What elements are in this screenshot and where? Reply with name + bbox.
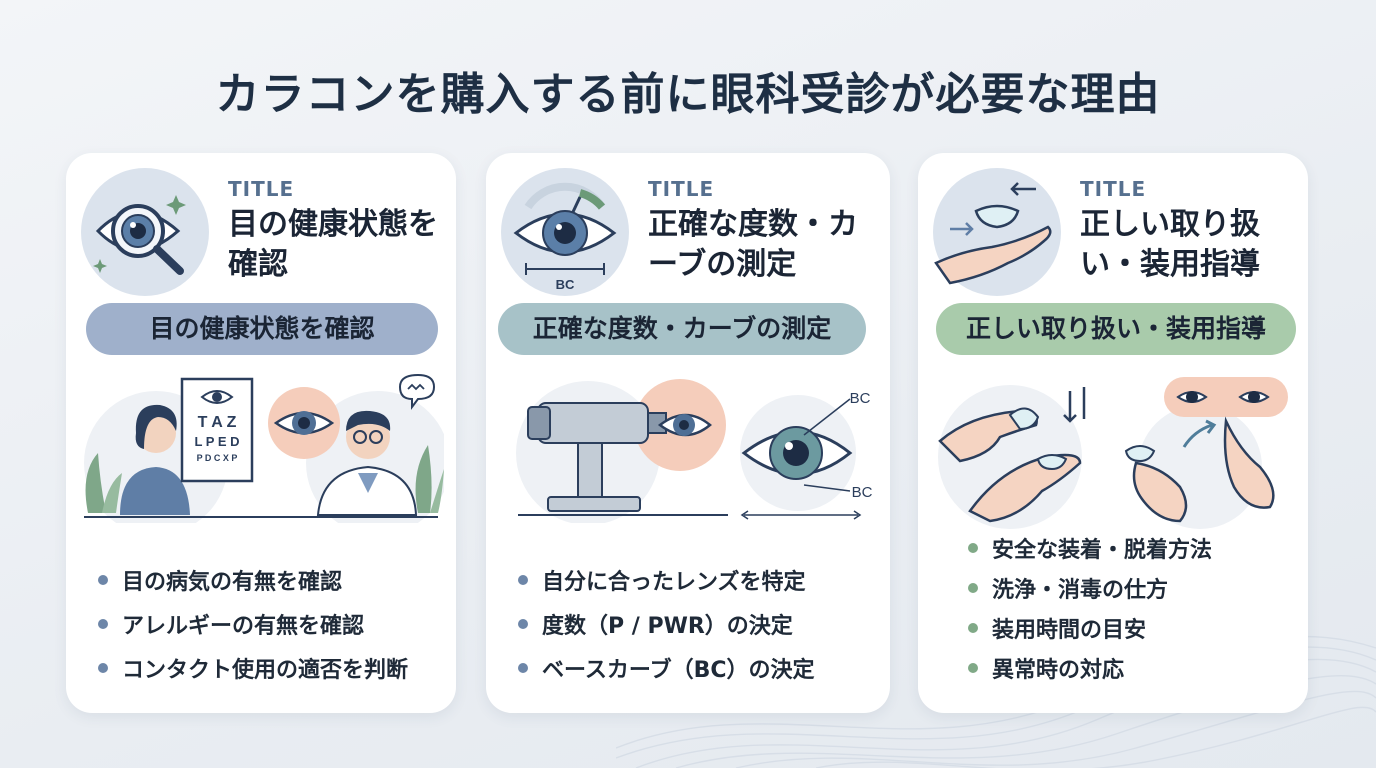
list-item-text: 自分に合ったレンズを特定 [542, 570, 806, 595]
list-item: 度数（P / PWR）の決定 [518, 613, 815, 639]
reason-list: 安全な装着・脱着方法 洗浄・消毒の仕方 装用時間の目安 異常時の対応 [968, 537, 1212, 697]
list-item-text: 安全な装着・脱着方法 [992, 538, 1213, 563]
reason-card-measurement: BC TITLE 正確な度数・カーブの測定 正確な度数・カーブの測定 BC BC… [486, 153, 890, 713]
bc-label-bottom: BC [852, 484, 873, 501]
bullet-dot [518, 619, 528, 629]
eye-chart-row-2: L P E D [194, 434, 239, 449]
card-heading: 目の健康状態を確認 [228, 207, 438, 282]
bc-label-top: BC [850, 390, 871, 407]
magnifier-eye-icon [81, 168, 209, 296]
eye-exam-illustration: T A Z L P E D P D C X P [84, 373, 444, 523]
list-item: アレルギーの有無を確認 [98, 613, 408, 639]
card-heading: 正しい取り扱い・装用指導 [1080, 207, 1260, 282]
list-item: 洗浄・消毒の仕方 [968, 577, 1212, 603]
eye-chart-row-1: T A Z [198, 414, 237, 431]
list-item-text: アレルギーの有無を確認 [122, 614, 365, 639]
lens-measurement-illustration: BC BC [516, 379, 873, 523]
list-item-text: コンタクト使用の適否を判断 [122, 658, 409, 683]
list-item-text: 装用時間の目安 [992, 618, 1147, 643]
list-item: 自分に合ったレンズを特定 [518, 569, 815, 595]
list-item-text: ベースカーブ（BC）の決定 [542, 658, 815, 683]
list-item: 異常時の対応 [968, 657, 1212, 683]
card-tag: TITLE [228, 177, 295, 201]
card-pill-label: 正しい取り扱い・装用指導 [936, 303, 1296, 355]
card-heading: 正確な度数・カーブの測定 [648, 207, 858, 282]
bullet-dot [98, 619, 108, 629]
bullet-dot [518, 663, 528, 673]
list-item: 目の病気の有無を確認 [98, 569, 408, 595]
list-item-text: 目の病気の有無を確認 [122, 570, 343, 595]
reason-list: 目の病気の有無を確認 アレルギーの有無を確認 コンタクト使用の適否を判断 [98, 569, 408, 701]
lens-handling-illustration [938, 377, 1288, 529]
reason-card-handling: TITLE 正しい取り扱い・装用指導 正しい取り扱い・装用指導 安全な装着・脱着… [918, 153, 1308, 713]
bullet-dot [968, 583, 978, 593]
list-item-text: 異常時の対応 [992, 658, 1125, 683]
list-item: ベースカーブ（BC）の決定 [518, 657, 815, 683]
bullet-dot [518, 575, 528, 585]
card-tag: TITLE [1080, 177, 1147, 201]
bullet-dot [968, 623, 978, 633]
eye-chart-row-3: P D C X P [197, 453, 238, 463]
contact-lens-hand-icon [933, 168, 1061, 296]
card-pill-label: 目の健康状態を確認 [86, 303, 438, 355]
reason-list: 自分に合ったレンズを特定 度数（P / PWR）の決定 ベースカーブ（BC）の決… [518, 569, 815, 701]
card-pill-label: 正確な度数・カーブの測定 [498, 303, 866, 355]
list-item-text: 度数（P / PWR）の決定 [542, 614, 793, 639]
eye-gauge-icon: BC [501, 168, 629, 296]
reason-card-health-check: TITLE 目の健康状態を確認 目の健康状態を確認 T A Z L P E D … [66, 153, 456, 713]
bullet-dot [98, 663, 108, 673]
list-item: コンタクト使用の適否を判断 [98, 657, 408, 683]
bullet-dot [98, 575, 108, 585]
bc-icon-label: BC [556, 277, 575, 292]
list-item-text: 洗浄・消毒の仕方 [992, 578, 1169, 603]
page-title: カラコンを購入する前に眼科受診が必要な理由 [215, 69, 1161, 120]
list-item: 装用時間の目安 [968, 617, 1212, 643]
bullet-dot [968, 663, 978, 673]
card-tag: TITLE [648, 177, 715, 201]
bullet-dot [968, 543, 978, 553]
list-item: 安全な装着・脱着方法 [968, 537, 1212, 563]
